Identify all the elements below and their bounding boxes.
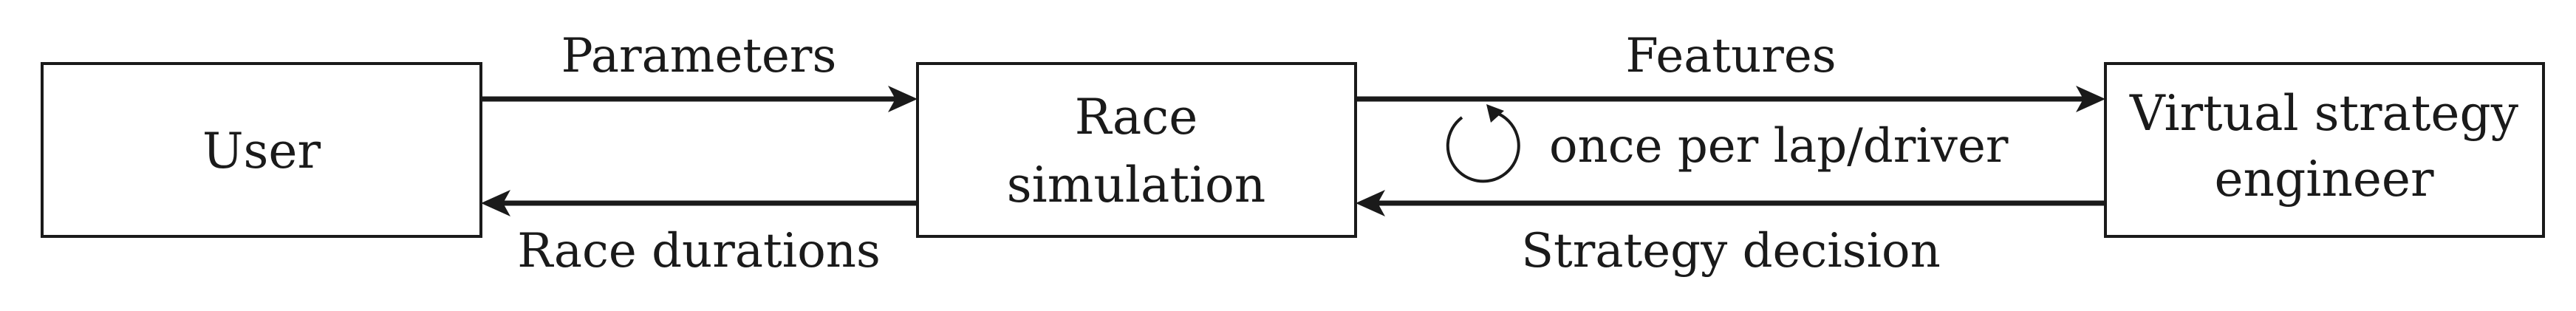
- edge-race-durations-label: Race durations: [517, 224, 881, 278]
- node-user-box: [41, 62, 482, 238]
- edge-parameters: Parameters: [481, 29, 918, 112]
- node-virtual-strategy-engineer: Virtual strategy engineer: [2104, 62, 2545, 238]
- loop-cycle-icon: [1446, 112, 1520, 183]
- edge-features: Features: [1356, 29, 2105, 112]
- node-race-simulation-label-line2: simulation: [1007, 157, 1265, 213]
- edge-strategy-decision-label: Strategy decision: [1521, 224, 1941, 278]
- loop-note-label: once per lap/driver: [1549, 119, 2009, 174]
- edge-race-durations-arrowhead: [481, 190, 510, 216]
- node-virtual-strategy-engineer-box: [2104, 62, 2545, 238]
- edge-race-durations: Race durations: [481, 190, 918, 278]
- node-virtual-strategy-engineer-label-line1: Virtual strategy: [2129, 85, 2519, 142]
- node-user: User: [41, 62, 482, 238]
- node-race-simulation-box: [916, 62, 1357, 238]
- edge-features-arrowhead: [2076, 86, 2105, 112]
- node-race-simulation: Race simulation: [916, 62, 1357, 238]
- loop-cycle-arrowhead-icon: [1486, 104, 1504, 123]
- edge-parameters-arrowhead: [888, 86, 918, 112]
- node-user-label: User: [202, 123, 321, 180]
- edge-parameters-label: Parameters: [561, 29, 837, 83]
- node-race-simulation-label-line1: Race: [1075, 89, 1198, 146]
- node-virtual-strategy-engineer-label-line2: engineer: [2214, 151, 2434, 208]
- edge-strategy-decision-arrowhead: [1356, 190, 1385, 216]
- edge-features-label: Features: [1625, 29, 1836, 83]
- loop-indicator: once per lap/driver: [1446, 104, 2009, 183]
- edge-strategy-decision: Strategy decision: [1356, 190, 2105, 278]
